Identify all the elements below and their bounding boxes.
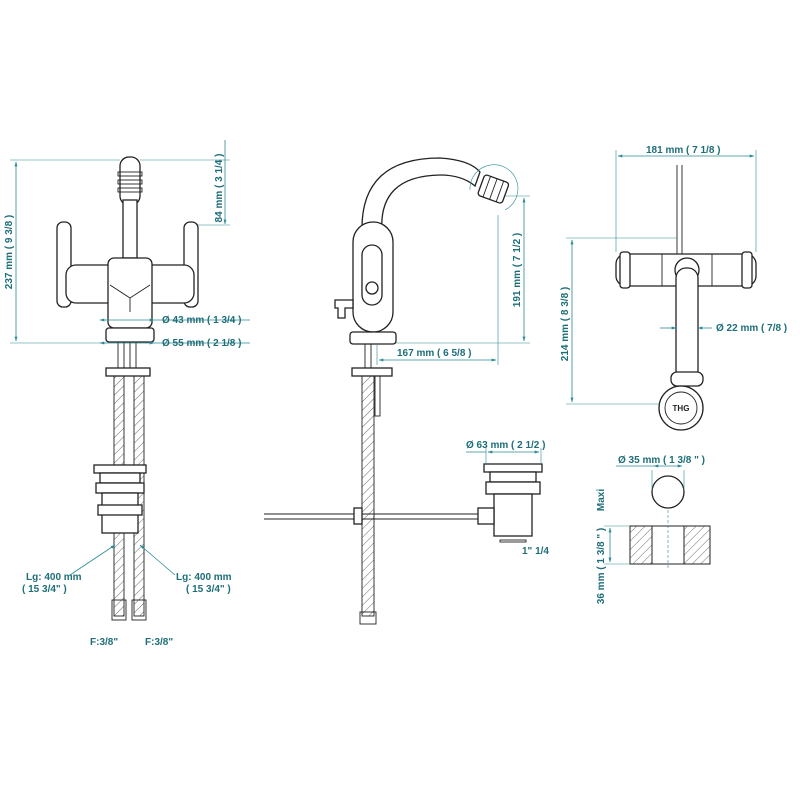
- dim-top-width: 181 mm ( 7 1/8 ): [646, 145, 720, 156]
- side-dimensions: 191 mm ( 7 1/2 ) 167 mm ( 6 5/8 ) Ø 63 m…: [376, 195, 549, 557]
- dim-body-diameter: Ø 43 mm ( 1 3/4 ): [162, 315, 241, 326]
- dim-side-height: 191 mm ( 7 1/2 ): [512, 233, 523, 307]
- hose-left-inches: ( 15 3/4" ): [22, 584, 67, 595]
- dim-spout-diameter: Ø 22 mm ( 7/8 ): [716, 323, 787, 334]
- thread-right: F:3/8": [145, 637, 173, 648]
- dim-total-height: 237 mm ( 9 3/8 ): [4, 215, 15, 289]
- top-dimensions: 181 mm ( 7 1/8 ) 214 mm ( 8 3/8 ) Ø 22 m…: [560, 145, 787, 405]
- dim-hole-diameter: Ø 35 mm ( 1 3/8 " ): [618, 455, 705, 466]
- dim-reach: 167 mm ( 6 5/8 ): [397, 348, 471, 359]
- waste-thread: 1" 1/4: [522, 546, 549, 557]
- hose-right-length: Lg: 400 mm: [176, 572, 232, 583]
- dim-waste-diameter: Ø 63 mm ( 2 1/2 ): [466, 440, 545, 451]
- side-view: [264, 157, 543, 625]
- dim-thickness: 36 mm ( 1 3/8 " ): [596, 528, 607, 604]
- front-view: [56, 156, 199, 621]
- hole-detail: Ø 35 mm ( 1 3/8 " ) Maxi 36 mm ( 1 3/8 "…: [596, 455, 711, 604]
- hose-right-inches: ( 15 3/4" ): [186, 584, 231, 595]
- logo-thg: THG: [673, 404, 690, 413]
- top-view: THG: [615, 165, 757, 431]
- hose-left-length: Lg: 400 mm: [26, 572, 82, 583]
- thread-left: F:3/8": [90, 637, 118, 648]
- dim-base-diameter: Ø 55 mm ( 2 1/8 ): [162, 338, 241, 349]
- dim-maxi: Maxi: [596, 489, 607, 511]
- dim-top-depth: 214 mm ( 8 3/8 ): [560, 287, 571, 361]
- front-dimensions: 237 mm ( 9 3/8 ) 84 mm ( 3 1/4 ) Ø 43 mm…: [4, 140, 250, 648]
- dim-spout-height: 84 mm ( 3 1/4 ): [214, 154, 225, 223]
